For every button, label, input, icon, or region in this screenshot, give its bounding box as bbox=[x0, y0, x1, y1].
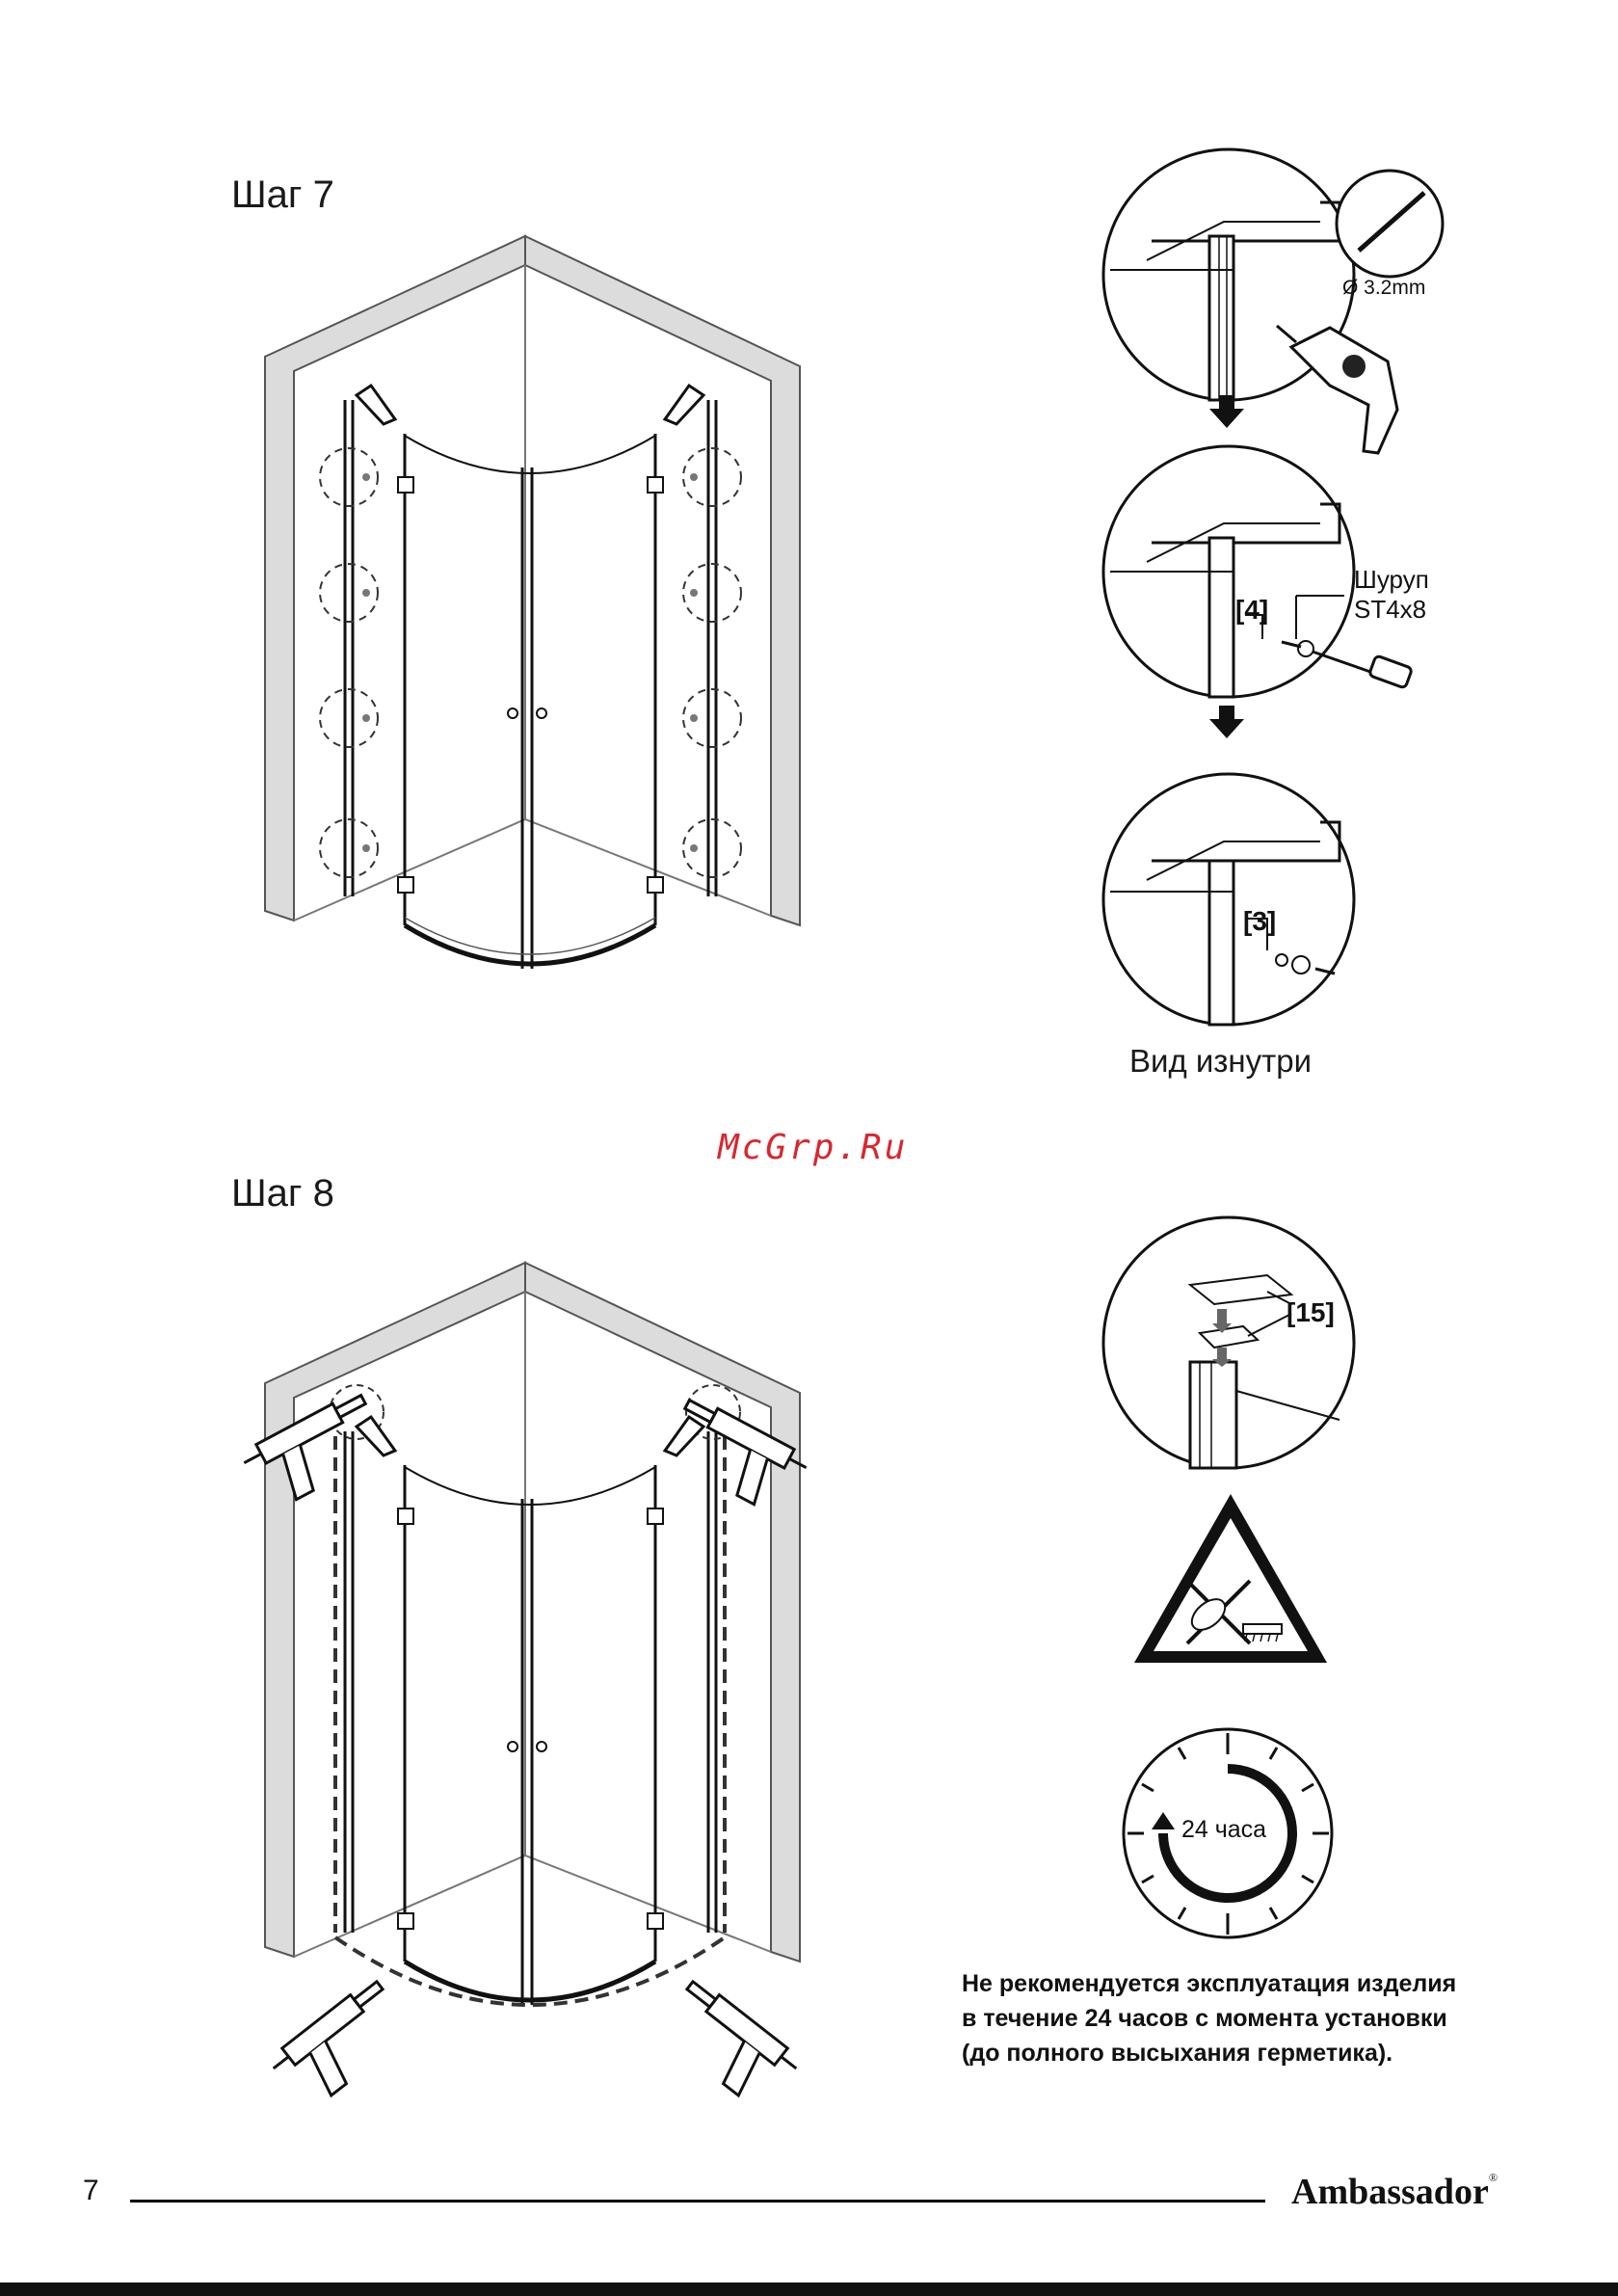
step8-detail-endcap bbox=[1099, 1213, 1359, 1473]
step7-title: Шаг 7 bbox=[231, 174, 334, 217]
arrow-down-icon bbox=[1209, 706, 1244, 740]
step7-detail-drill bbox=[1099, 145, 1465, 492]
clock-label: 24 часа bbox=[1181, 1816, 1266, 1844]
brand-name: Ambassador bbox=[1291, 2172, 1489, 2212]
view-caption: Вид изнутри bbox=[1129, 1043, 1312, 1080]
note-line: (до полного высыхания герметика). bbox=[962, 2036, 1456, 2070]
note-line: Не рекомендуется эксплуатация изделия bbox=[962, 1966, 1456, 2001]
screw-callout: Шуруп ST4x8 bbox=[1354, 565, 1429, 625]
curing-note: Не рекомендуется эксплуатация изделия в … bbox=[962, 1966, 1456, 2070]
step8-title: Шаг 8 bbox=[231, 1172, 334, 1215]
bottom-bar bbox=[0, 2283, 1618, 2296]
part-ref-15: [15] bbox=[1286, 1297, 1335, 1328]
part-ref-4: [4] bbox=[1235, 595, 1268, 626]
screw-label: Шуруп bbox=[1354, 565, 1429, 595]
drill-size-label: Ø 3.2mm bbox=[1342, 277, 1425, 300]
part-ref-3: [3] bbox=[1243, 906, 1276, 937]
note-line: в течение 24 часов с момента установки bbox=[962, 2001, 1456, 2036]
arrow-down-icon bbox=[1209, 395, 1244, 430]
step7-enclosure-drawing bbox=[260, 231, 809, 983]
registered-mark: ® bbox=[1489, 2171, 1498, 2184]
watermark: McGrp.Ru bbox=[718, 1128, 908, 1167]
screw-spec: ST4x8 bbox=[1354, 595, 1429, 625]
warning-no-cleaning-icon bbox=[1129, 1489, 1332, 1668]
step8-enclosure-drawing bbox=[222, 1253, 848, 2043]
page-number: 7 bbox=[83, 2175, 99, 2207]
footer-rule bbox=[130, 2200, 1265, 2203]
brand-logo: Ambassador® bbox=[1291, 2171, 1498, 2213]
step7-detail-cap bbox=[1099, 769, 1407, 1034]
